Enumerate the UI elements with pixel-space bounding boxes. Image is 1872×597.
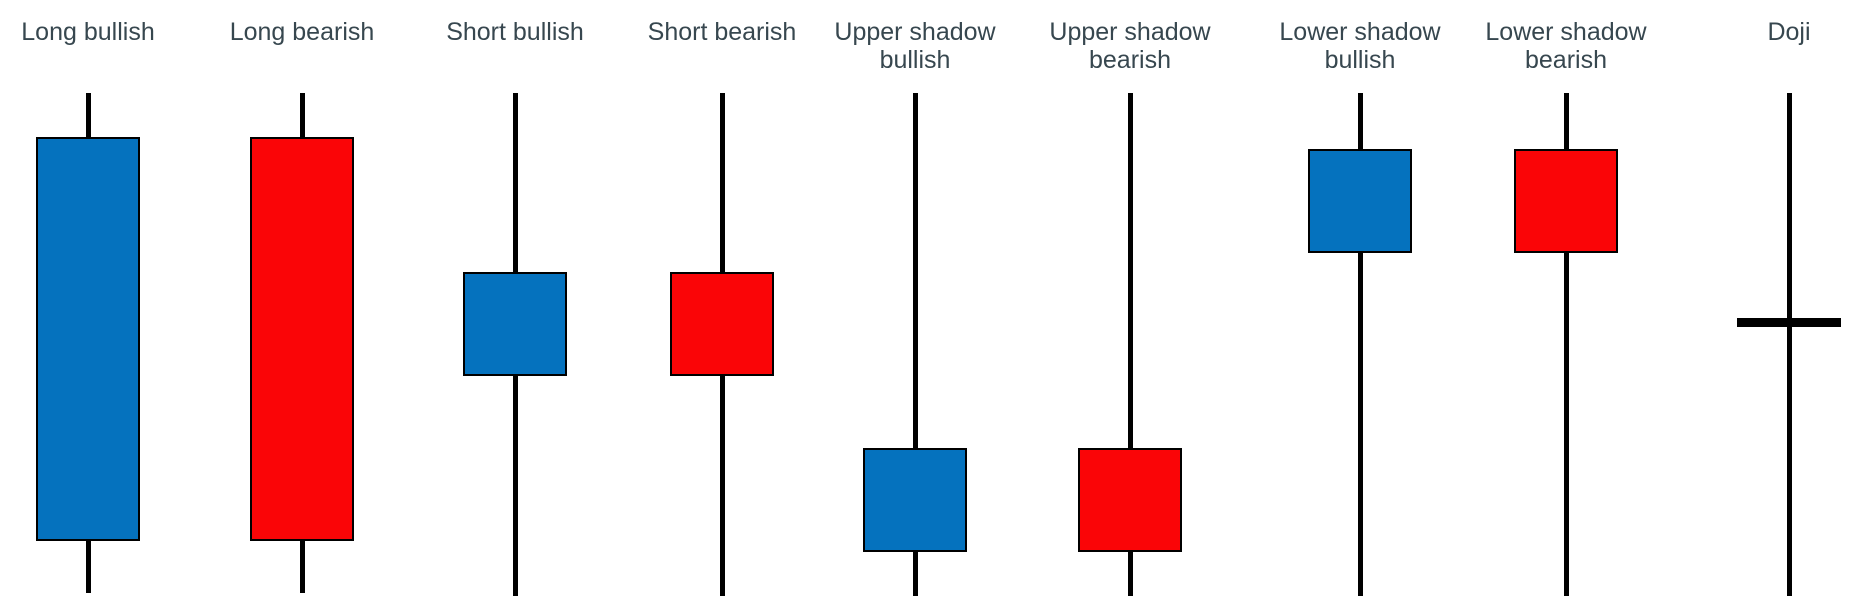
candle-body: [463, 272, 567, 376]
candle-body: [670, 272, 774, 376]
candle-label: Upper shadow bearish: [1049, 18, 1211, 74]
candle-body: [250, 137, 354, 541]
candle-wick: [1127, 93, 1133, 596]
doji-open-close-bar: [1737, 318, 1841, 327]
candle-label: Upper shadow bullish: [834, 18, 996, 74]
candle-wick: [1563, 93, 1569, 596]
candle-wick: [299, 93, 305, 593]
candle-wick: [1786, 93, 1792, 596]
candle-wick: [719, 93, 725, 596]
candle-label: Doji: [1767, 18, 1811, 46]
candle-body: [1514, 149, 1618, 253]
candle-body: [36, 137, 140, 541]
candle-body: [1078, 448, 1182, 552]
candle-wick: [512, 93, 518, 596]
candle-wick: [912, 93, 918, 596]
candle-label: Short bullish: [446, 18, 584, 46]
candle-label: Long bullish: [21, 18, 155, 46]
candle-body: [1308, 149, 1412, 253]
candle-wick: [1357, 93, 1363, 596]
candle-body: [863, 448, 967, 552]
candle-label: Long bearish: [229, 18, 375, 46]
candle-label: Lower shadow bearish: [1485, 18, 1647, 74]
candle-wick: [85, 93, 91, 593]
candle-label: Short bearish: [647, 18, 797, 46]
candle-label: Lower shadow bullish: [1279, 18, 1441, 74]
